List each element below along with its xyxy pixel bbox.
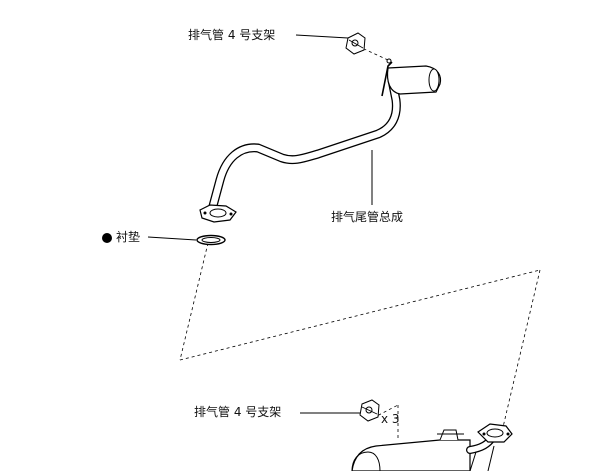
bracket-bottom-part bbox=[359, 399, 380, 422]
tailpipe-tube-inner bbox=[209, 76, 400, 210]
label-gasket-text: 衬垫 bbox=[116, 230, 141, 244]
tailpipe-assembly bbox=[199, 58, 442, 223]
label-bracket-bottom-qty: x 3 bbox=[381, 412, 400, 426]
flange-bolt-hole-right bbox=[229, 212, 233, 216]
tailpipe-tube-outer bbox=[208, 75, 401, 211]
leader-lines bbox=[147, 34, 373, 414]
muffler-partial bbox=[351, 423, 513, 471]
muffler-hanger bbox=[439, 429, 459, 441]
muffler-body bbox=[351, 439, 471, 471]
label-tailpipe-assembly: 排气尾管总成 bbox=[331, 210, 404, 224]
tailpipe-tip-opening bbox=[428, 68, 440, 92]
filled-circle-icon bbox=[102, 233, 112, 243]
gasket-part bbox=[196, 234, 226, 246]
flange-bolt-hole-left bbox=[203, 211, 207, 215]
label-bracket-top: 排气管 4 号支架 bbox=[188, 28, 276, 42]
label-bracket-bottom: 排气管 4 号支架 bbox=[194, 405, 282, 419]
label-gasket: 衬垫 bbox=[102, 230, 140, 244]
bracket-top-part bbox=[345, 32, 366, 55]
muffler-end-cap bbox=[351, 451, 381, 471]
tailpipe-tip bbox=[386, 65, 442, 95]
tailpipe-flange-bore bbox=[209, 208, 227, 218]
tailpipe-hanger-rod bbox=[381, 61, 393, 97]
alignment-dashed-lines bbox=[179, 47, 541, 441]
tailpipe-hanger-rod-end bbox=[386, 58, 392, 64]
